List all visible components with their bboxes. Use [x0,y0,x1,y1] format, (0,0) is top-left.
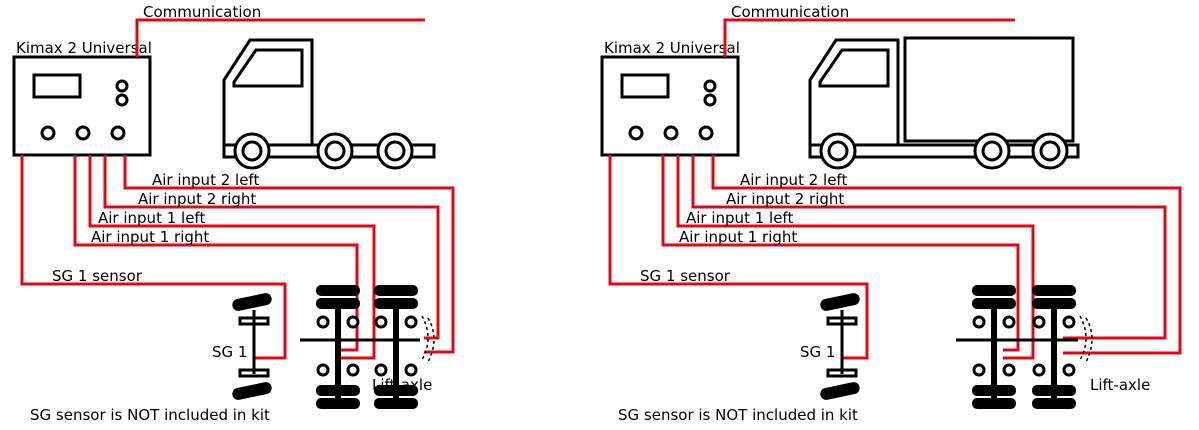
sg-sensor-axle [232,293,272,400]
label-air-input-2-left: Air input 2 left [152,171,259,189]
controller-port [110,125,126,141]
controller-port [115,93,129,107]
controller-port [663,125,679,141]
controller-display [32,73,82,99]
controller-port [698,125,714,141]
diagram-box-truck: Kimax 2 Universal Communication Air inpu… [600,3,1182,424]
label-air-input-1-right: Air input 1 right [679,228,797,246]
label-air-input-1-left: Air input 1 left [686,209,793,227]
wire-air-input-1-left [88,155,376,360]
box-truck-icon [808,36,1080,170]
note-text: SG sensor is NOT included in kit [618,406,858,424]
wire-air-input-2-left [123,155,455,354]
controller-display [620,73,670,99]
label-air-input-1-left: Air input 1 left [98,209,205,227]
lift-axle [1030,285,1093,409]
label-air-input-2-right: Air input 2 right [138,190,256,208]
controller-port [75,125,91,141]
lift-axle-label: Lift-axle [372,376,432,394]
controller-port [703,93,717,107]
drive-axle [956,285,1034,409]
drive-axle [300,285,378,409]
wire-air-input-2-right [103,155,440,340]
note-text: SG sensor is NOT included in kit [30,406,270,424]
diagram-tractor: Kimax 2 Universal Communication Air inpu… [12,3,455,424]
sg-sensor-axle [820,293,860,400]
wire-air-input-2-left [711,155,1182,355]
communication-wire [135,18,425,57]
wire-air-input-1-right [661,155,1020,352]
controller-label: Kimax 2 Universal [16,39,152,57]
sg-label: SG 1 [800,343,835,361]
wire-air-input-1-right [73,155,359,352]
kimax-controller [12,55,152,157]
label-sg-1-sensor: SG 1 sensor [52,267,143,285]
label-air-input-2-right: Air input 2 right [726,190,844,208]
lift-axle [372,285,435,409]
controller-label: Kimax 2 Universal [604,39,740,57]
lift-axle-label: Lift-axle [1090,376,1150,394]
wire-air-input-1-left [676,155,1035,360]
controller-port [703,79,717,93]
communication-label: Communication [143,3,261,21]
controller-port [115,79,129,93]
tractor-truck-icon [222,38,436,170]
label-sg-1-sensor: SG 1 sensor [640,267,731,285]
kimax-controller [600,55,740,157]
label-air-input-2-left: Air input 2 left [740,171,847,189]
controller-port [628,125,644,141]
communication-wire [723,18,1015,57]
controller-port [40,125,56,141]
wire-air-input-2-right [691,155,1167,340]
communication-label: Communication [731,3,849,21]
sg-label: SG 1 [212,343,247,361]
label-air-input-1-right: Air input 1 right [91,228,209,246]
